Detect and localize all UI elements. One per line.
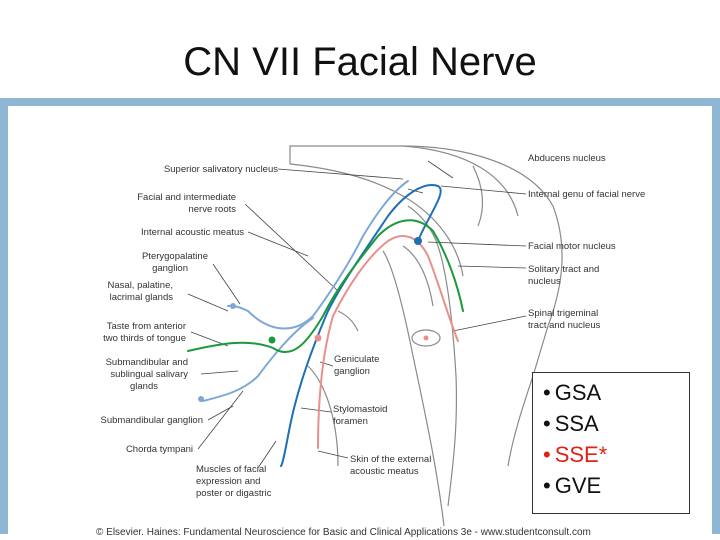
submandibular-ganglion-dot xyxy=(198,396,204,402)
leader-solitary xyxy=(457,265,527,269)
submandibular-fiber-pathway xyxy=(202,317,314,402)
leader-abducens xyxy=(427,160,454,179)
leader-skin xyxy=(317,450,349,459)
brainstem-outline xyxy=(289,145,563,527)
label-taste-2: two thirds of tongue xyxy=(103,333,186,344)
leader-geniculate xyxy=(319,361,334,367)
label-submandibular-ganglion: Submandibular ganglion xyxy=(101,415,203,426)
label-submandibular-glands-2: sublingual salivary xyxy=(110,369,188,380)
label-submandibular-glands-3: glands xyxy=(130,381,158,392)
label-muscles-3: poster or digastric xyxy=(196,488,272,499)
ventricle-curve xyxy=(472,165,484,227)
sensory-ganglion-dot xyxy=(314,334,322,342)
legend-bullet: • xyxy=(543,411,551,436)
label-internal-genu: Internal genu of facial nerve xyxy=(528,189,645,200)
label-chorda-tympani: Chorda tympani xyxy=(126,444,193,455)
label-spinal-trigeminal-2: tract and nucleus xyxy=(528,320,601,331)
label-taste-1: Taste from anterior xyxy=(107,321,186,332)
legend-item-gsa: •GSA xyxy=(543,377,689,408)
geniculate-ganglion-dot xyxy=(268,336,276,344)
label-nasal-1: Nasal, palatine, xyxy=(108,280,173,291)
label-facial-roots-1: Facial and intermediate xyxy=(137,192,236,203)
leader-submandibular-ganglion xyxy=(207,405,234,421)
label-solitary-1: Solitary tract and xyxy=(528,264,599,275)
taste-fiber-pathway xyxy=(187,219,464,354)
label-spinal-trigeminal-1: Spinal trigeminal xyxy=(528,308,598,319)
label-nasal-2: lacrimal glands xyxy=(110,292,174,303)
facial-motor-nucleus-dot xyxy=(414,237,422,245)
legend-label: GVE xyxy=(554,473,602,498)
legend-bullet: • xyxy=(543,473,551,498)
parasympathetic-fiber-pathway xyxy=(227,180,409,330)
label-internal-acoustic: Internal acoustic meatus xyxy=(141,227,244,238)
label-muscles-2: expression and xyxy=(196,476,260,487)
cerebellar-outline xyxy=(402,145,519,217)
pons-outline xyxy=(289,145,563,467)
label-facial-roots-2: nerve roots xyxy=(188,204,236,215)
label-skin-2: acoustic meatus xyxy=(350,466,419,477)
fourth-ventricle-floor xyxy=(289,163,464,277)
left-labels: Superior salivatory nucleus Facial and i… xyxy=(101,164,279,499)
leader-lines xyxy=(187,160,527,469)
right-labels: Abducens nucleus Internal genu of facial… xyxy=(528,153,645,331)
leader-pterygopalatine xyxy=(212,263,241,305)
facial-motor-nucleus-outline xyxy=(411,329,441,347)
general-sensory-fiber-pathway xyxy=(317,235,459,449)
spinal-trigeminal-tract-edge xyxy=(382,250,445,527)
label-geniculate-2: ganglion xyxy=(334,366,370,377)
leader-spinal-trigeminal xyxy=(452,315,527,332)
leader-superior-salivatory xyxy=(277,168,404,180)
inner-contour xyxy=(402,245,434,307)
leader-facial-motor xyxy=(427,241,527,247)
legend-bullet: • xyxy=(543,442,551,467)
facial-nerve-diagram: Superior salivatory nucleus Facial and i… xyxy=(101,145,645,527)
label-abducens: Abducens nucleus xyxy=(528,153,606,164)
legend-label: SSA xyxy=(554,411,599,436)
pterygopalatine-ganglion-dot xyxy=(230,303,236,309)
slide-title: CN VII Facial Nerve xyxy=(183,40,537,84)
legend-item-gve: •GVE xyxy=(543,470,689,501)
figure-frame: Superior salivatory nucleus Facial and i… xyxy=(0,98,720,534)
label-submandibular-glands-1: Submandibular and xyxy=(106,357,188,368)
label-muscles-1: Muscles of facial xyxy=(196,464,266,475)
leader-chorda-tympani xyxy=(197,390,244,450)
label-skin-1: Skin of the external xyxy=(350,454,431,465)
leader-submandibular-glands xyxy=(200,370,239,375)
leader-internal-genu-right xyxy=(440,185,527,195)
label-pterygopalatine-1: Pterygopalatine xyxy=(142,251,208,262)
leader-muscles xyxy=(257,440,277,469)
nerve-pathways xyxy=(187,180,464,467)
label-facial-motor: Facial motor nucleus xyxy=(528,241,616,252)
label-geniculate-1: Geniculate xyxy=(334,354,379,365)
leader-facial-roots xyxy=(244,203,339,292)
fiber-type-legend: •GSA •SSA •SSE* •GVE xyxy=(532,372,690,514)
leader-internal-acoustic xyxy=(247,231,309,257)
legend-item-sse: •SSE* xyxy=(543,439,689,470)
copyright-footer: © Elsevier. Haines: Fundamental Neurosci… xyxy=(96,527,591,538)
nuclei-markers xyxy=(198,237,429,402)
center-labels: Geniculate ganglion Stylomastoid foramen… xyxy=(333,354,431,477)
label-solitary-2: nucleus xyxy=(528,276,561,287)
legend-label: GSA xyxy=(554,380,602,405)
legend-item-ssa: •SSA xyxy=(543,408,689,439)
petrous-contour xyxy=(307,365,339,467)
label-superior-salivatory: Superior salivatory nucleus xyxy=(164,164,278,175)
legend-bullet: • xyxy=(543,380,551,405)
leader-stylomastoid xyxy=(300,407,332,413)
label-stylomastoid-2: foramen xyxy=(333,416,368,427)
meatus-contour xyxy=(337,310,359,332)
legend-label: SSE* xyxy=(554,442,608,467)
spinal-trigeminal-dot xyxy=(423,335,429,341)
label-stylomastoid-1: Stylomastoid xyxy=(333,404,387,415)
label-pterygopalatine-2: ganglion xyxy=(152,263,188,274)
leader-nasal xyxy=(187,293,229,312)
